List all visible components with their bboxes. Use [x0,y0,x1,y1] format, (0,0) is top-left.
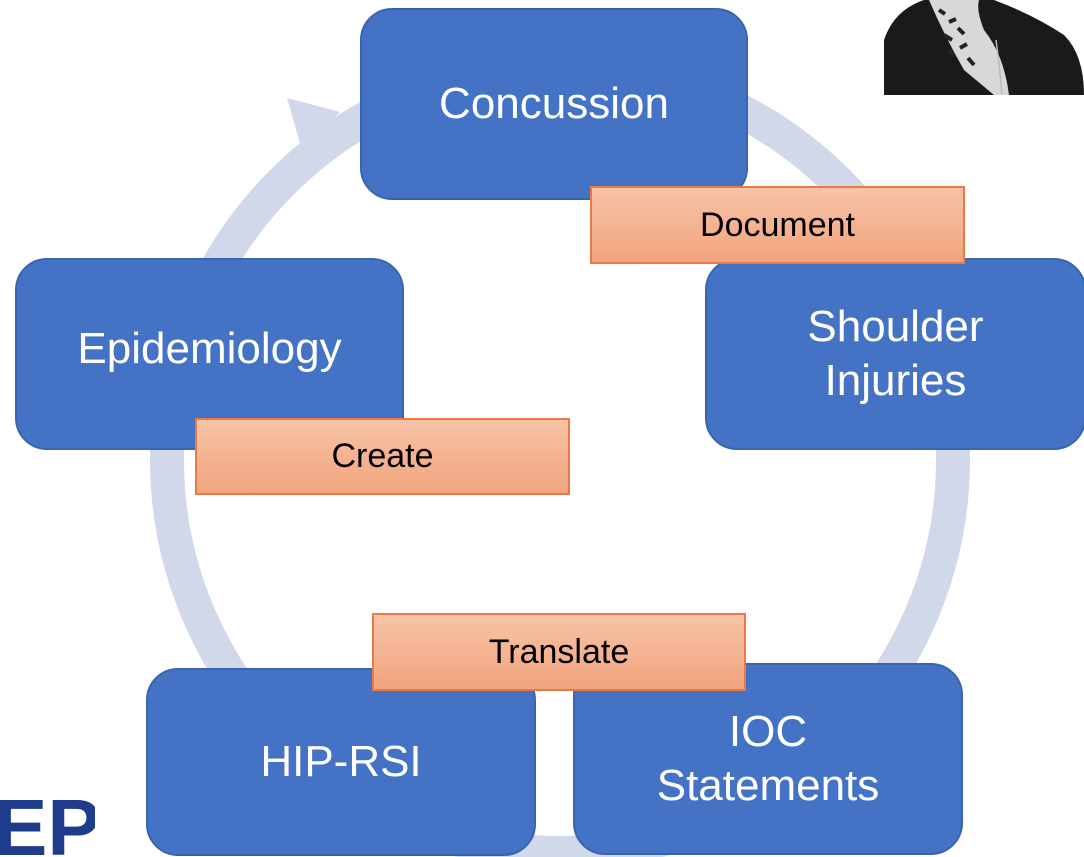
speaker-photo [884,0,1084,95]
node-ioc-statements: IOC Statements [573,663,963,855]
logo-text: EP [0,783,95,857]
node-hip-rsi: HIP-RSI [146,668,536,856]
label-document: Document [590,186,965,264]
node-shoulder-injuries: Shoulder Injuries [705,258,1084,450]
node-concussion: Concussion [360,8,748,200]
cycle-arrowhead [287,98,340,150]
organization-logo: EP [0,783,95,857]
label-create: Create [195,418,570,495]
label-translate: Translate [372,613,746,691]
